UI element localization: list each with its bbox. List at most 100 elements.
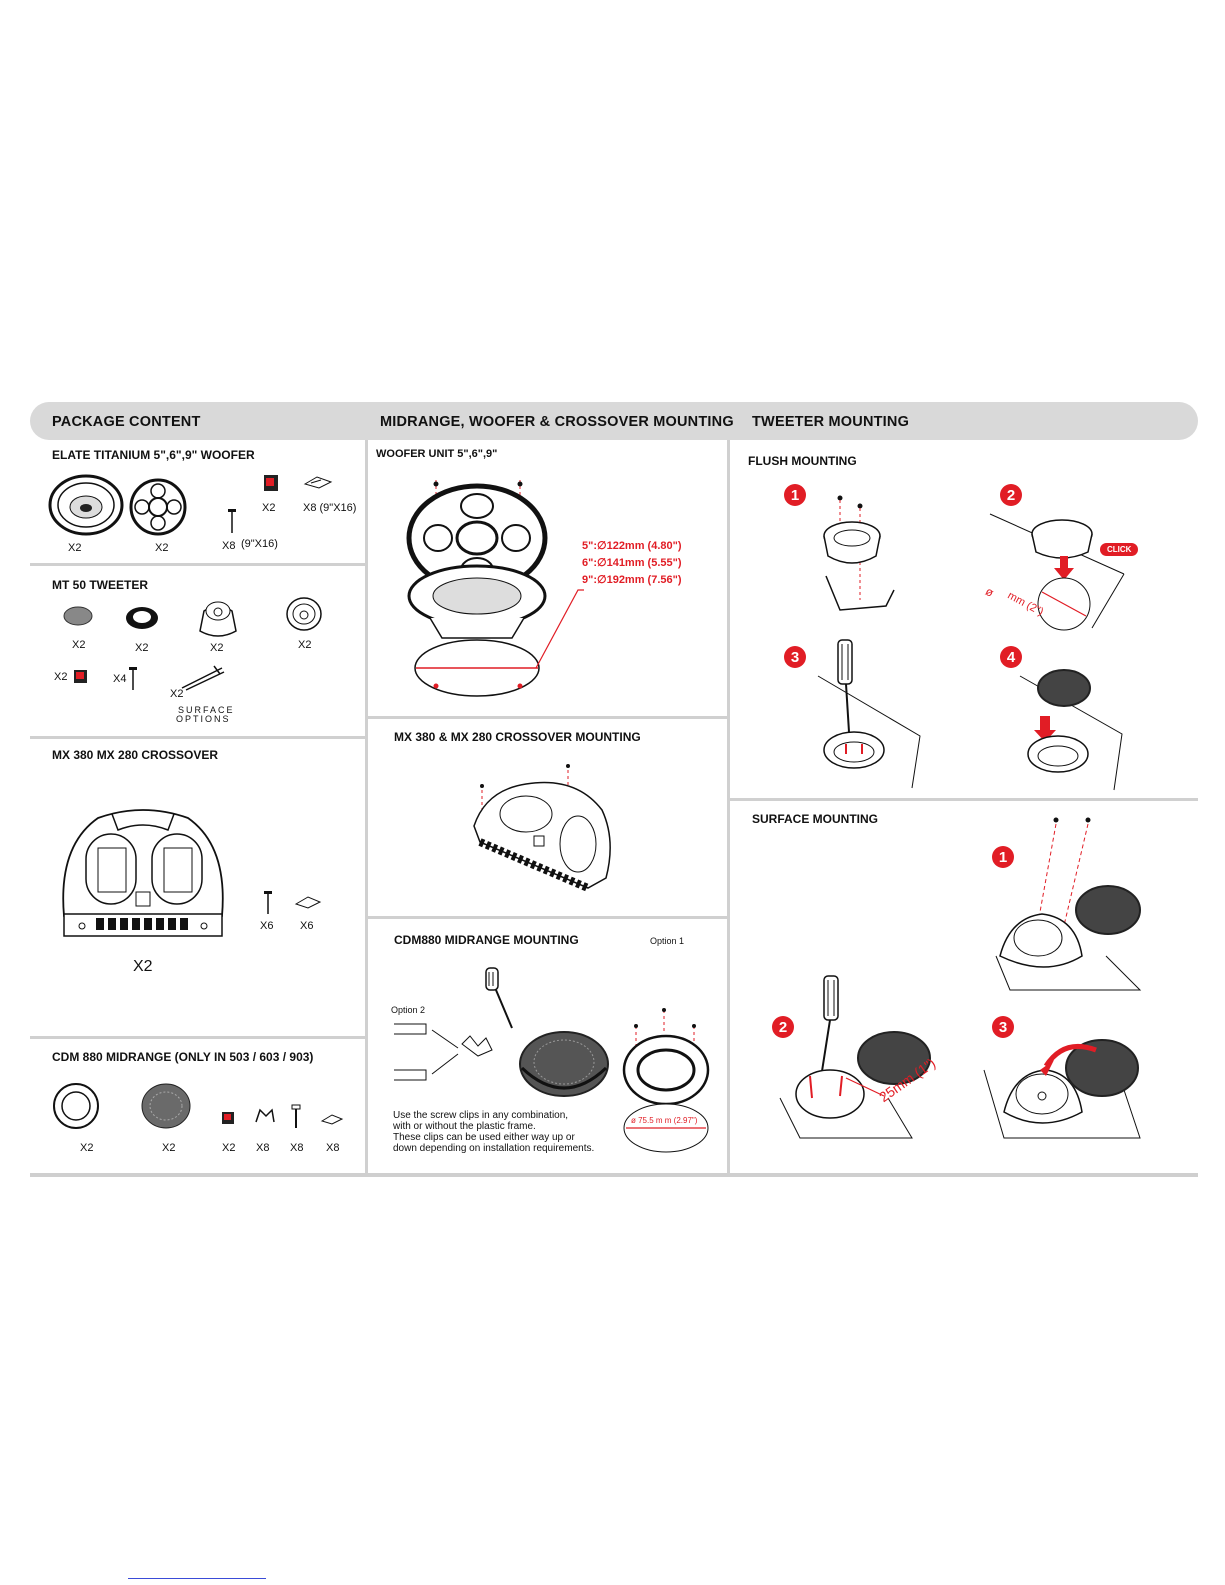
qty-label: X2 [210,642,224,654]
qty-label: X2 [298,639,312,651]
dimension-leader-line [535,589,584,669]
row-divider [30,1036,365,1039]
flush-step2-diagram [989,513,1125,631]
screw-icon [291,1104,301,1128]
row-divider [730,798,1198,801]
surface-step3-diagram [983,1039,1141,1139]
flush-step3-diagram [817,639,921,789]
flush-step1-diagram [823,495,895,611]
surface-mount-title: SURFACE MOUNTING [752,812,878,826]
screw-icon [264,891,272,914]
qty-label: X2 [155,542,169,554]
step-badge: 1 [992,846,1014,868]
surface-mount-cup-icon [199,601,237,637]
woofer-mount-title: WOOFER UNIT 5",6",9" [376,448,498,460]
flush-mount-title: FLUSH MOUNTING [748,454,857,468]
flush-step4-diagram [1019,669,1123,791]
clip-icon [294,896,322,909]
crossover-mount-title: MX 380 & MX 280 CROSSOVER MOUNTING [394,730,641,744]
mounting-bracket-icon [181,665,225,691]
tweeter-package-title: MT 50 TWEETER [52,578,149,592]
click-callout: CLICK [1100,543,1139,556]
red-connector-icon [222,1112,234,1124]
qty-label: X8 (9"X16) [303,502,357,514]
screw-icon [228,509,236,533]
step-badge: 1 [784,484,806,506]
crossover-mount-diagram [473,764,611,892]
step-badge: 3 [992,1016,1014,1038]
qty-label: X2 [68,542,82,554]
surface-step1-diagram [995,817,1142,991]
section-header-bar [30,402,1198,440]
midrange-mount-title: CDM880 MIDRANGE MOUNTING [394,933,579,947]
row-divider [368,916,727,919]
surface-options-label: OPTIONS [176,714,231,724]
red-connector-icon [264,475,278,491]
clip-icon [320,1114,344,1125]
mounting-heading: MIDRANGE, WOOFER & CROSSOVER MOUNTING [380,414,734,430]
qty-label: X2 [262,502,276,514]
note-line: Use the screw clips in any combination, [393,1110,569,1121]
midrange-speaker-illustration [519,1031,609,1097]
option2-label: Option 2 [391,1005,426,1015]
qty-label: X8 [290,1142,304,1154]
step-badge: 4 [1000,646,1022,668]
qty-label: X6 [260,920,274,932]
note-line: These clips can be used either way up or [393,1132,575,1143]
row-divider [368,716,727,719]
qty-label: X2 [170,688,184,700]
tweeter-mounting-heading: TWEETER MOUNTING [752,414,910,430]
step-badge: 3 [784,646,806,668]
row-divider [30,736,365,739]
row-divider [30,563,365,566]
qty-label: X2 [162,1142,176,1154]
red-connector-icon [74,670,87,683]
package-content-heading: PACKAGE CONTENT [52,414,201,430]
tweeter-ring-icon [126,607,158,629]
qty-label: X8 [222,540,236,552]
qty-label: X2 [135,642,149,654]
qty-label: X4 [113,673,127,685]
midrange-ring-illustration [53,1083,99,1129]
qty-label: X2 [80,1142,94,1154]
woofer-dim-5: 5":∅122mm (4.80") [582,540,682,552]
woofer-dim-9: 9":∅192mm (7.56") [582,574,682,586]
woofer-dim-6: 6":∅141mm (5.55") [582,557,682,569]
qty-label: X2 [54,671,68,683]
woofer-illustration [48,474,124,536]
note-line: with or without the plastic frame. [393,1121,536,1132]
qty-label: X2 [72,639,86,651]
tweeter-grille-icon [63,606,93,626]
qty-label: X6 [300,920,314,932]
clip-options-diagram [394,1023,493,1081]
woofer-grille-illustration [129,478,187,536]
crossover-illustration [62,809,224,937]
link-underline [128,1578,266,1579]
surface-step2-diagram [779,975,931,1139]
woofer-package-title: ELATE TITANIUM 5",6",9" WOOFER [52,448,255,462]
clip-icon [303,476,333,489]
midrange-note: Use the screw clips in any combination, … [393,1110,605,1154]
step-badge: 2 [772,1016,794,1038]
crossover-package-title: MX 380 MX 280 CROSSOVER [52,748,219,762]
qty-label: X2 [222,1142,236,1154]
screw-icon [129,667,137,690]
midrange-package-title: CDM 880 MIDRANGE (ONLY IN 503 / 603 / 90… [52,1050,314,1064]
flush-mount-cup-icon [286,597,322,631]
note-line: down depending on installation requireme… [393,1143,595,1154]
column-divider-2 [727,440,730,1173]
woofer-exploded-diagram [406,480,548,697]
column-divider-1 [365,440,368,1173]
qty-label: X8 [256,1142,270,1154]
bottom-border [30,1173,1198,1177]
option1-label: Option 1 [650,936,685,946]
qty-label: X8 [326,1142,340,1154]
step-badge: 2 [1000,484,1022,506]
qty-label: X2 [133,958,153,975]
midrange-grille-illustration [141,1083,191,1129]
screwdriver-icon [485,967,513,1029]
qty-note: (9"X16) [241,538,278,550]
screw-clip-icon [255,1108,275,1123]
midrange-cutout-dim: ø 75.5 m m (2.97") [631,1116,698,1125]
midrange-flush-mount-diagram [622,1008,710,1153]
